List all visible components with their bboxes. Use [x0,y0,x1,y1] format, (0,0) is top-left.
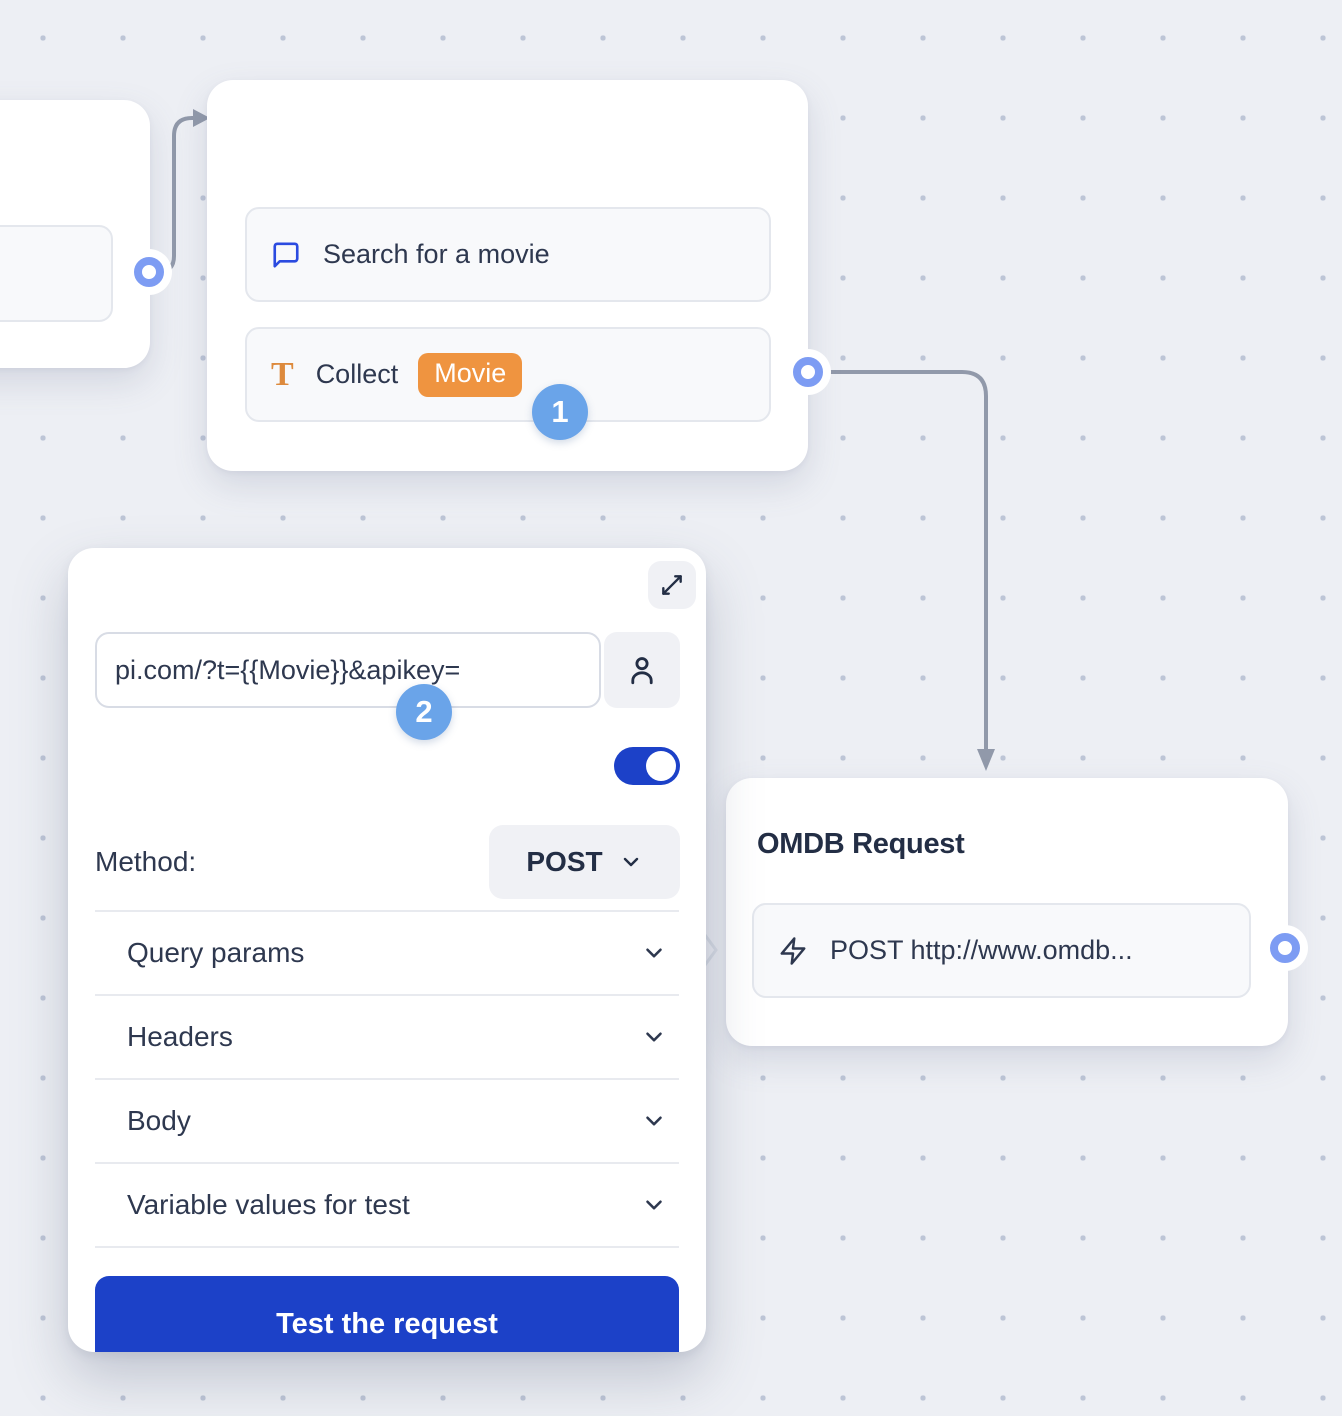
collect-block-label: Collect [315,359,399,389]
omdb-request-node[interactable]: OMDB Request POST http://www.omdb... [726,778,1288,1046]
step-1-badge: 1 [532,384,588,440]
movie-search-output-port[interactable] [793,357,823,387]
section-label: Body [127,1105,191,1136]
method-label: Method: [95,846,197,877]
arrowhead-into-omdb [977,749,995,771]
wire-left-to-movie-search [152,116,195,274]
partial-node-output-port[interactable] [134,257,164,287]
text-input-icon: T [271,355,294,393]
chevron-down-icon [641,1024,667,1050]
webhook-config-panel: pi.com/?t={{Movie}}&apikey= Advanced con… [68,548,706,1352]
chevron-down-icon [641,1108,667,1134]
zap-icon [778,936,808,966]
node-title: OMDB Request [757,828,965,860]
chevron-down-icon [641,940,667,966]
collect-block[interactable]: T Collect Movie [245,327,771,422]
section-label: Headers [127,1021,233,1052]
section-variable-values[interactable]: Variable values for test [95,1164,679,1248]
expand-icon [659,572,685,598]
section-headers[interactable]: Headers [95,996,679,1080]
movie-search-node[interactable]: Movie search Search for a movie T Collec… [207,80,808,471]
webhook-block[interactable]: POST http://www.omdb... [752,903,1251,998]
variable-badge[interactable]: Movie [418,352,523,397]
section-body[interactable]: Body [95,1080,679,1164]
test-request-button[interactable]: Test the request [95,1276,679,1352]
url-input[interactable]: pi.com/?t={{Movie}}&apikey= [95,632,601,708]
chevron-down-icon [619,850,643,874]
toggle-knob [646,751,676,781]
section-label: Variable values for test [127,1189,410,1220]
message-block-label: Search for a movie [323,239,550,269]
omdb-output-port[interactable] [1270,933,1300,963]
step-2-badge: 2 [396,684,452,740]
partial-node-item[interactable] [0,225,113,322]
arrowhead-into-movie-search [193,109,210,127]
expand-button[interactable] [648,561,696,609]
accordion-sections: Query params Headers Body Variable value… [95,910,679,1248]
chat-bubble-icon [271,240,301,270]
variables-button[interactable] [604,632,680,708]
message-block[interactable]: Search for a movie [245,207,771,302]
method-value: POST [526,846,603,877]
webhook-block-label: POST http://www.omdb... [830,935,1133,965]
person-icon [625,653,659,687]
method-dropdown[interactable]: POST [489,825,680,899]
omdb-input-notch-icon [702,932,720,973]
advanced-configuration-toggle[interactable] [614,747,680,785]
chevron-down-icon [641,1192,667,1218]
section-query-params[interactable]: Query params [95,912,679,996]
url-input-value: pi.com/?t={{Movie}}&apikey= [115,654,461,685]
section-label: Query params [127,937,305,968]
partial-node[interactable] [0,100,150,368]
wire-movie-search-to-omdb [818,370,988,750]
